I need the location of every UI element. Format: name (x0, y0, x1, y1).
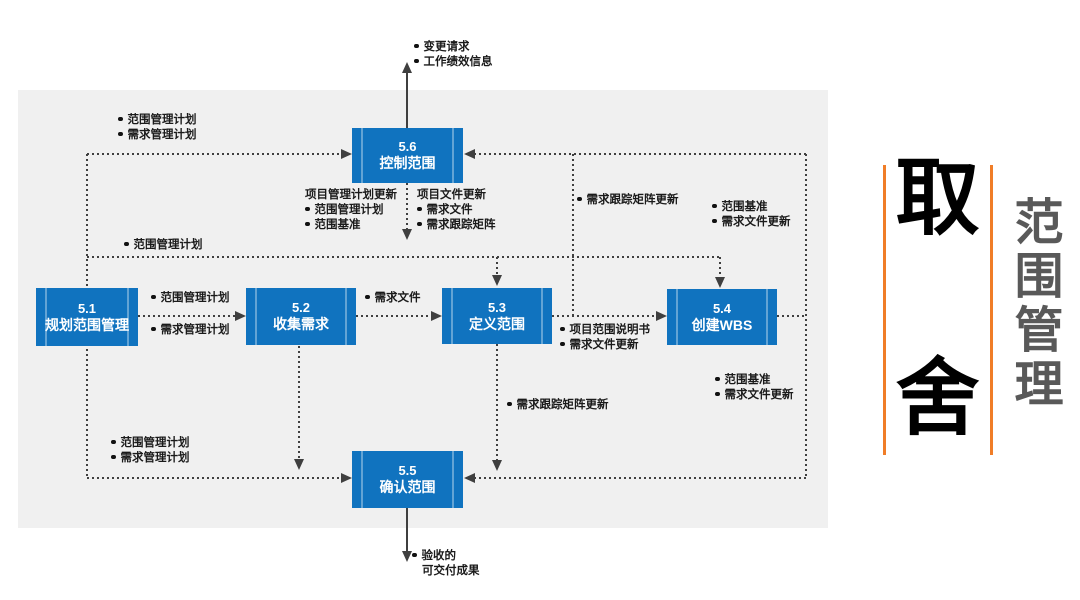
label-item: 范围管理计划 (151, 291, 230, 306)
process-box-5-6: 5.6 控制范围 (352, 128, 463, 183)
process-number: 5.2 (291, 300, 311, 315)
label-item: 验收的 (412, 549, 480, 564)
label-baseline-bottom: 范围基准 需求文件更新 (715, 373, 794, 403)
label-item: 需求文件更新 (560, 338, 650, 353)
arrowhead (402, 62, 412, 73)
label-item: 需求文件 (365, 291, 421, 306)
label-heading: 项目文件更新 (417, 189, 486, 201)
arrowhead (656, 311, 667, 321)
connector-to-56-left (87, 153, 341, 155)
big-char-bottom: 舍 (895, 348, 980, 447)
arrow-56-output (406, 73, 408, 128)
process-number: 5.5 (398, 463, 417, 478)
arrowhead (431, 311, 442, 321)
process-name: 创建WBS (691, 316, 753, 333)
label-pm-plan-updates: 项目管理计划更新 范围管理计划 范围基准 (305, 188, 397, 233)
arrowhead (464, 473, 475, 483)
connector-52-down (298, 346, 300, 460)
process-name: 控制范围 (379, 155, 436, 171)
process-name: 收集需求 (273, 316, 329, 332)
arrowhead (402, 229, 412, 240)
label-51-output-a: 范围管理计划 (151, 291, 230, 306)
process-box-5-3: 5.3 定义范围 (442, 288, 552, 344)
arrowhead (492, 275, 502, 286)
arrowhead (235, 311, 246, 321)
label-item: 范围管理计划 (111, 436, 190, 451)
connector-54-right (777, 315, 806, 317)
label-51-output-b: 需求管理计划 (151, 323, 230, 338)
label-item: 项目范围说明书 (560, 323, 651, 338)
label-52-output: 需求文件 (365, 291, 421, 306)
connector-to-56-right (474, 153, 806, 155)
accent-line-right (990, 165, 993, 455)
label-mid-left-plan: 范围管理计划 (124, 238, 203, 253)
process-name: 定义范围 (469, 315, 525, 332)
arrowhead (464, 149, 475, 159)
big-char-top: 取 (895, 148, 980, 247)
connector-53-up (572, 154, 574, 316)
label-baseline-top: 范围基准 需求文件更新 (712, 200, 791, 230)
connector-53-54 (552, 315, 656, 317)
process-number: 5.1 (77, 300, 97, 316)
connector-54-spine (805, 154, 807, 478)
process-box-5-5: 5.5 确认范围 (352, 451, 463, 508)
connector-to-55-left (87, 477, 341, 479)
label-item: 需求跟踪矩阵 (417, 218, 496, 233)
label-item: 范围管理计划 (118, 113, 197, 128)
connector-scope-plan (87, 256, 721, 258)
label-item: 范围基准 (712, 200, 791, 215)
label-item: 需求文件更新 (715, 388, 794, 403)
process-name: 确认范围 (379, 479, 436, 495)
accent-line-left (883, 165, 886, 455)
process-name: 规划范围管理 (45, 316, 129, 333)
label-top-left-plans: 范围管理计划 需求管理计划 (118, 113, 197, 143)
label-item-continuation: 可交付成果 (422, 565, 480, 577)
process-box-5-2: 5.2 收集需求 (246, 288, 356, 345)
arrow-55-output (406, 508, 408, 552)
process-number: 5.3 (487, 299, 507, 315)
label-doc-updates: 项目文件更新 需求文件 需求跟踪矩阵 (417, 188, 496, 233)
connector-into-53-top (496, 257, 498, 276)
vertical-title: 范围管理 (1007, 196, 1062, 412)
connector-52-53 (356, 315, 431, 317)
label-item: 变更请求 (414, 40, 493, 55)
label-heading: 项目管理计划更新 (305, 189, 397, 201)
process-number: 5.4 (712, 300, 732, 316)
label-53-outputs: 项目范围说明书 需求文件更新 (560, 323, 651, 353)
arrowhead (294, 459, 304, 470)
label-item: 需求管理计划 (151, 323, 230, 338)
label-item: 需求管理计划 (111, 451, 190, 466)
process-number: 5.6 (398, 139, 417, 154)
arrowhead (492, 460, 502, 471)
arrowhead (341, 149, 352, 159)
label-item: 需求文件更新 (712, 215, 791, 230)
process-box-5-1: 5.1 规划范围管理 (36, 288, 138, 346)
arrowhead (402, 551, 412, 562)
label-55-output: 验收的 可交付成果 (412, 549, 480, 579)
label-item: 需求管理计划 (118, 128, 197, 143)
connector-to-55-right (474, 477, 806, 479)
label-item: 需求跟踪矩阵更新 (507, 398, 609, 413)
label-item: 工作绩效信息 (414, 55, 493, 70)
connector-into-54-top (719, 257, 721, 278)
label-item: 需求跟踪矩阵更新 (577, 193, 679, 208)
label-56-outputs: 变更请求 工作绩效信息 (414, 40, 493, 70)
connector-51-52 (138, 315, 235, 317)
label-item: 范围基准 (305, 218, 397, 233)
label-matrix-update-bottom: 需求跟踪矩阵更新 (507, 398, 609, 413)
label-item: 范围基准 (715, 373, 794, 388)
label-matrix-update-top: 需求跟踪矩阵更新 (577, 193, 679, 208)
connector-56-updates-down (406, 183, 408, 230)
arrowhead (341, 473, 352, 483)
process-box-5-4: 5.4 创建WBS (667, 289, 777, 345)
label-item: 范围管理计划 (305, 203, 397, 218)
label-item: 范围管理计划 (124, 238, 203, 253)
label-item: 需求文件 (417, 203, 496, 218)
label-bottom-left-plans: 范围管理计划 需求管理计划 (111, 436, 190, 466)
arrowhead (715, 277, 725, 288)
connector-53-down (496, 344, 498, 461)
